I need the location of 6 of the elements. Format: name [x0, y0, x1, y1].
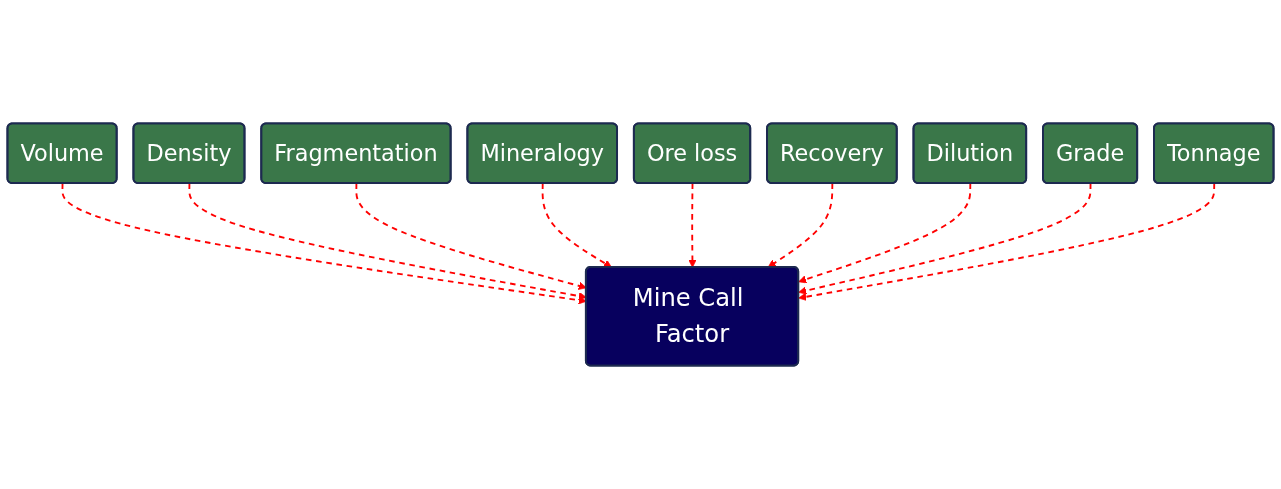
arrow: [688, 182, 697, 268]
arrow: [541, 182, 612, 268]
arrow: [798, 182, 1092, 295]
arrow: [798, 182, 1216, 301]
arrow: [798, 182, 972, 284]
arrow: [767, 182, 834, 268]
